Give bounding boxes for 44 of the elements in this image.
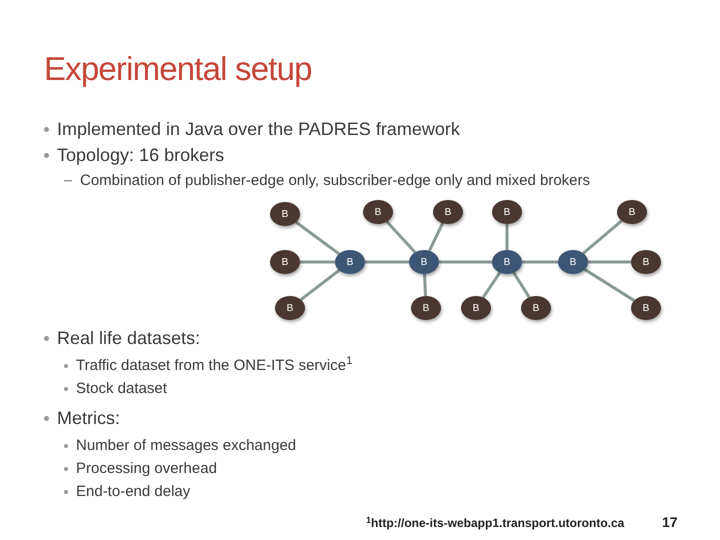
connector-line (423, 274, 427, 296)
connector-line (386, 220, 416, 254)
broker-node: B (492, 200, 522, 224)
bullet-text: Number of messages exchanged (76, 436, 296, 456)
broker-node: B (270, 250, 300, 274)
bullet-text: End-to-end delay (76, 482, 190, 502)
broker-node: B (521, 296, 551, 320)
bullet-text: Traffic dataset from the ONE-ITS service$^{1}$ (76, 354, 352, 376)
connector-line (428, 222, 444, 252)
hub-broker-node: B (558, 250, 588, 274)
connector-line (588, 260, 631, 264)
connector-line (584, 268, 636, 302)
connector-line (582, 220, 623, 254)
hub-broker-node: B (409, 250, 439, 274)
broker-node: B (631, 250, 661, 274)
slide-title: Experimental setup (44, 49, 312, 89)
connector-line (365, 260, 409, 264)
bullet-text: Processing overhead (76, 459, 217, 479)
broker-node: B (411, 296, 441, 320)
hub-broker-node: B (335, 250, 365, 274)
connector-line (300, 269, 340, 301)
broker-node: B (617, 200, 647, 224)
bullet-text: Real life datasets: (57, 327, 200, 350)
bullet-text: Topology: 16 brokers (57, 144, 224, 167)
bullet-text: Implemented in Java over the PADRES framework (57, 118, 460, 141)
connector-line (512, 272, 531, 298)
bullet-text: Metrics: (57, 407, 120, 430)
broker-node: B (275, 296, 305, 320)
connector-line (300, 260, 335, 264)
broker-node: B (363, 200, 393, 224)
footnote: $^{1}$http://one-its-webapp1.transport.utoronto.ca (366, 514, 624, 532)
connector-line (522, 260, 558, 264)
broker-node: B (270, 202, 300, 226)
bullet-text: Stock dataset (76, 379, 167, 399)
broker-node: B (461, 296, 491, 320)
page-number: 17 (662, 513, 678, 532)
connector-line (295, 220, 340, 256)
broker-node: B (631, 296, 661, 320)
connector-line (506, 224, 508, 250)
connector-line (482, 272, 502, 298)
broker-node: B (433, 200, 463, 224)
connector-line (439, 260, 492, 264)
hub-broker-node: B (492, 250, 522, 274)
bullet-text: Combination of publisher-edge only, subscriber-edge only and mixed brokers (80, 171, 590, 191)
